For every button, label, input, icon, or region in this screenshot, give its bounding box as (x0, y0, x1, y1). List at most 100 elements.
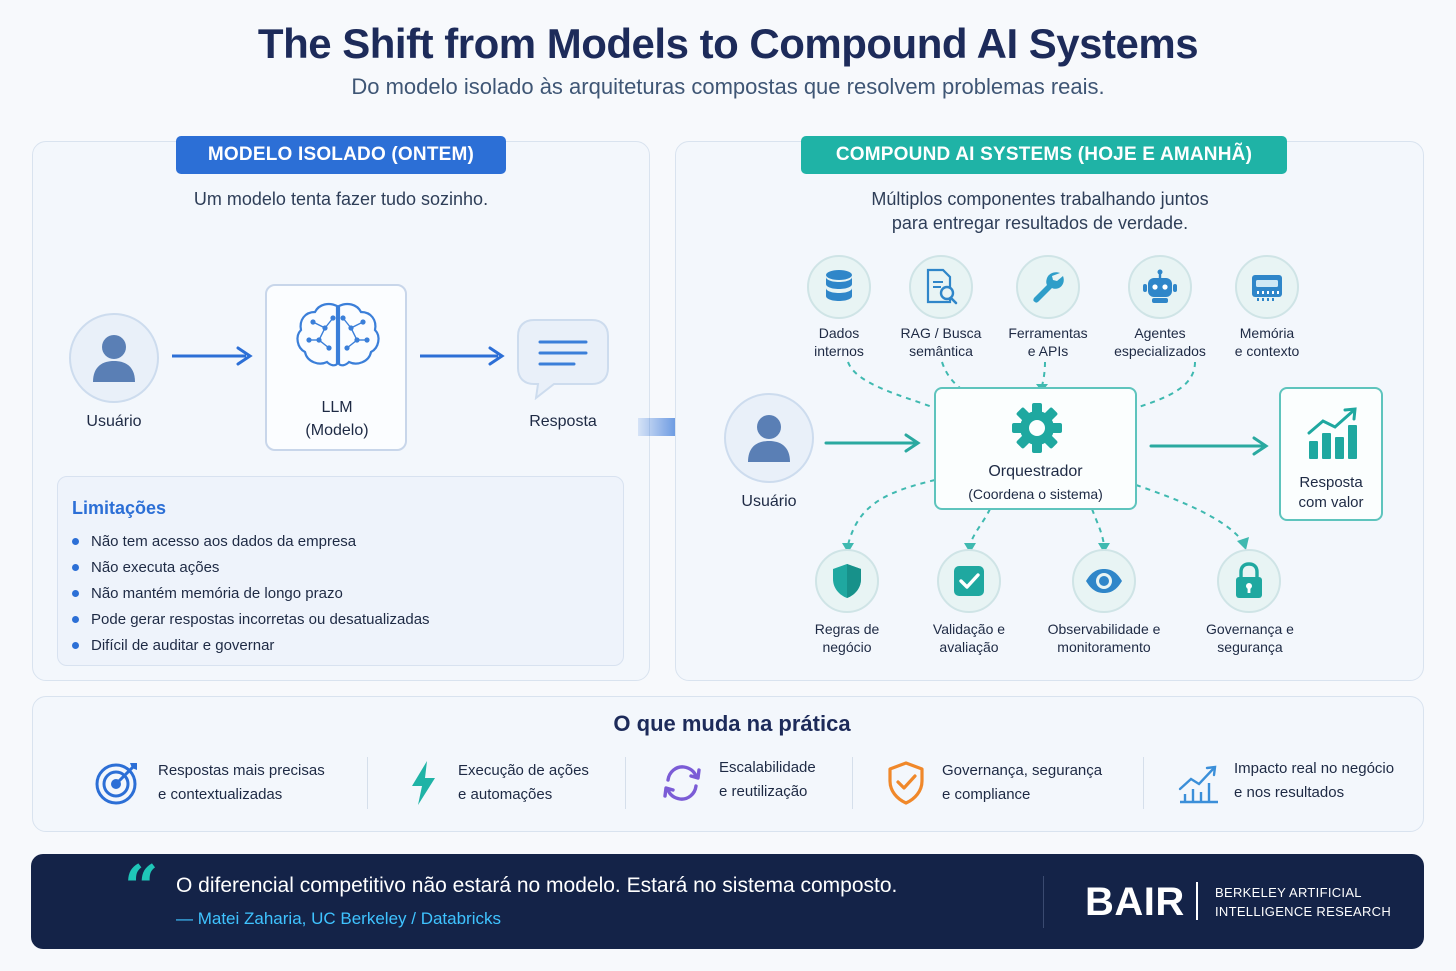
component-agents (1128, 255, 1192, 319)
lock-icon (1236, 562, 1262, 598)
divider (1143, 757, 1144, 809)
limitation-text: Pode gerar respostas incorretas ou desat… (91, 610, 430, 628)
brain-icon (296, 302, 380, 367)
limitation-text: Difícil de auditar e governar (91, 636, 275, 654)
gear-icon (1012, 403, 1062, 453)
bullet-dot (72, 589, 79, 597)
component-internal-data (807, 255, 871, 319)
robot-icon (1143, 269, 1177, 303)
component-memory (1235, 255, 1299, 319)
shield-check-icon (888, 761, 924, 805)
component-rag-search (909, 255, 973, 319)
memory-icon (1252, 275, 1282, 301)
eye-icon (1086, 569, 1122, 593)
page-subtitle: Do modelo isolado às arquiteturas compos… (351, 74, 1105, 99)
quote-mark-icon: “ (124, 853, 159, 923)
bair-logo: BAIR (1085, 880, 1185, 924)
chat-bubble-icon (517, 319, 609, 400)
orchestrator-subtitle: (Coordena o sistema) (968, 486, 1103, 502)
user-label: Usuário (741, 493, 797, 510)
lightning-icon (412, 761, 435, 805)
divider (1043, 876, 1044, 928)
limitation-text: Não tem acesso aos dados da empresa (91, 532, 357, 550)
page-title: The Shift from Models to Compound AI Sys… (257, 20, 1199, 67)
bullet-dot (72, 615, 79, 623)
checkbox-icon (954, 566, 984, 596)
limitation-item: Pode gerar respostas incorretas ou desat… (72, 606, 430, 632)
left-panel-badge: MODELO ISOLADO (ONTEM) (176, 136, 506, 174)
quote-text: O diferencial competitivo não estará no … (176, 874, 898, 897)
user-icon (748, 415, 790, 462)
quote-author: — Matei Zaharia, UC Berkeley / Databrick… (176, 909, 501, 928)
practice-section (32, 696, 1424, 832)
limitations-title: Limitações (72, 498, 167, 518)
divider (1196, 882, 1198, 920)
right-panel-subtitle-1: Múltiplos componentes trabalhando juntos (871, 189, 1209, 209)
shield-icon (833, 564, 861, 598)
limitation-text: Não executa ações (91, 558, 220, 576)
component-governance (1217, 549, 1281, 613)
arrow-right-icon (420, 346, 505, 366)
limitation-text: Não mantém memória de longo prazo (91, 584, 343, 602)
right-panel-subtitle-2: para entregar resultados de verdade. (891, 213, 1189, 233)
target-icon (95, 763, 137, 805)
user-avatar (724, 393, 814, 483)
connector-lines (824, 361, 1269, 553)
orchestrator-title: Orquestrador (988, 463, 1083, 480)
wrench-icon (1033, 272, 1064, 303)
component-tools-apis (1016, 255, 1080, 319)
growth-chart-icon (1178, 765, 1218, 804)
quote-footer (31, 854, 1424, 949)
user-icon (93, 335, 135, 382)
divider (852, 757, 853, 809)
orchestrator-box: Orquestrador (Coordena o sistema) (934, 387, 1137, 510)
practice-title: O que muda na prática (613, 711, 851, 736)
limitations-box: Limitações Não tem acesso aos dados da e… (57, 476, 624, 666)
bullet-dot (72, 537, 79, 545)
refresh-icon (663, 765, 701, 801)
growth-chart-icon (1307, 407, 1357, 459)
llm-label: LLM (321, 399, 353, 416)
user-avatar (69, 313, 159, 403)
limitation-item: Difícil de auditar e governar (72, 632, 430, 658)
user-label: Usuário (86, 413, 142, 430)
llm-model-box: LLM (Modelo) (265, 284, 407, 451)
database-icon (826, 270, 852, 301)
component-observability (1072, 549, 1136, 613)
divider (367, 757, 368, 809)
bullet-dot (72, 563, 79, 571)
arrow-right-icon (172, 346, 253, 366)
component-validation (937, 549, 1001, 613)
bullet-dot (72, 641, 79, 649)
divider (625, 757, 626, 809)
response-label: Resposta (529, 413, 597, 430)
limitation-item: Não tem acesso aos dados da empresa (72, 528, 430, 554)
limitation-item: Não executa ações (72, 554, 430, 580)
left-panel-subtitle: Um modelo tenta fazer tudo sozinho. (193, 189, 489, 209)
llm-sublabel: (Modelo) (305, 422, 369, 439)
component-business-rules (815, 549, 879, 613)
limitation-item: Não mantém memória de longo prazo (72, 580, 430, 606)
document-search-icon (926, 268, 958, 305)
